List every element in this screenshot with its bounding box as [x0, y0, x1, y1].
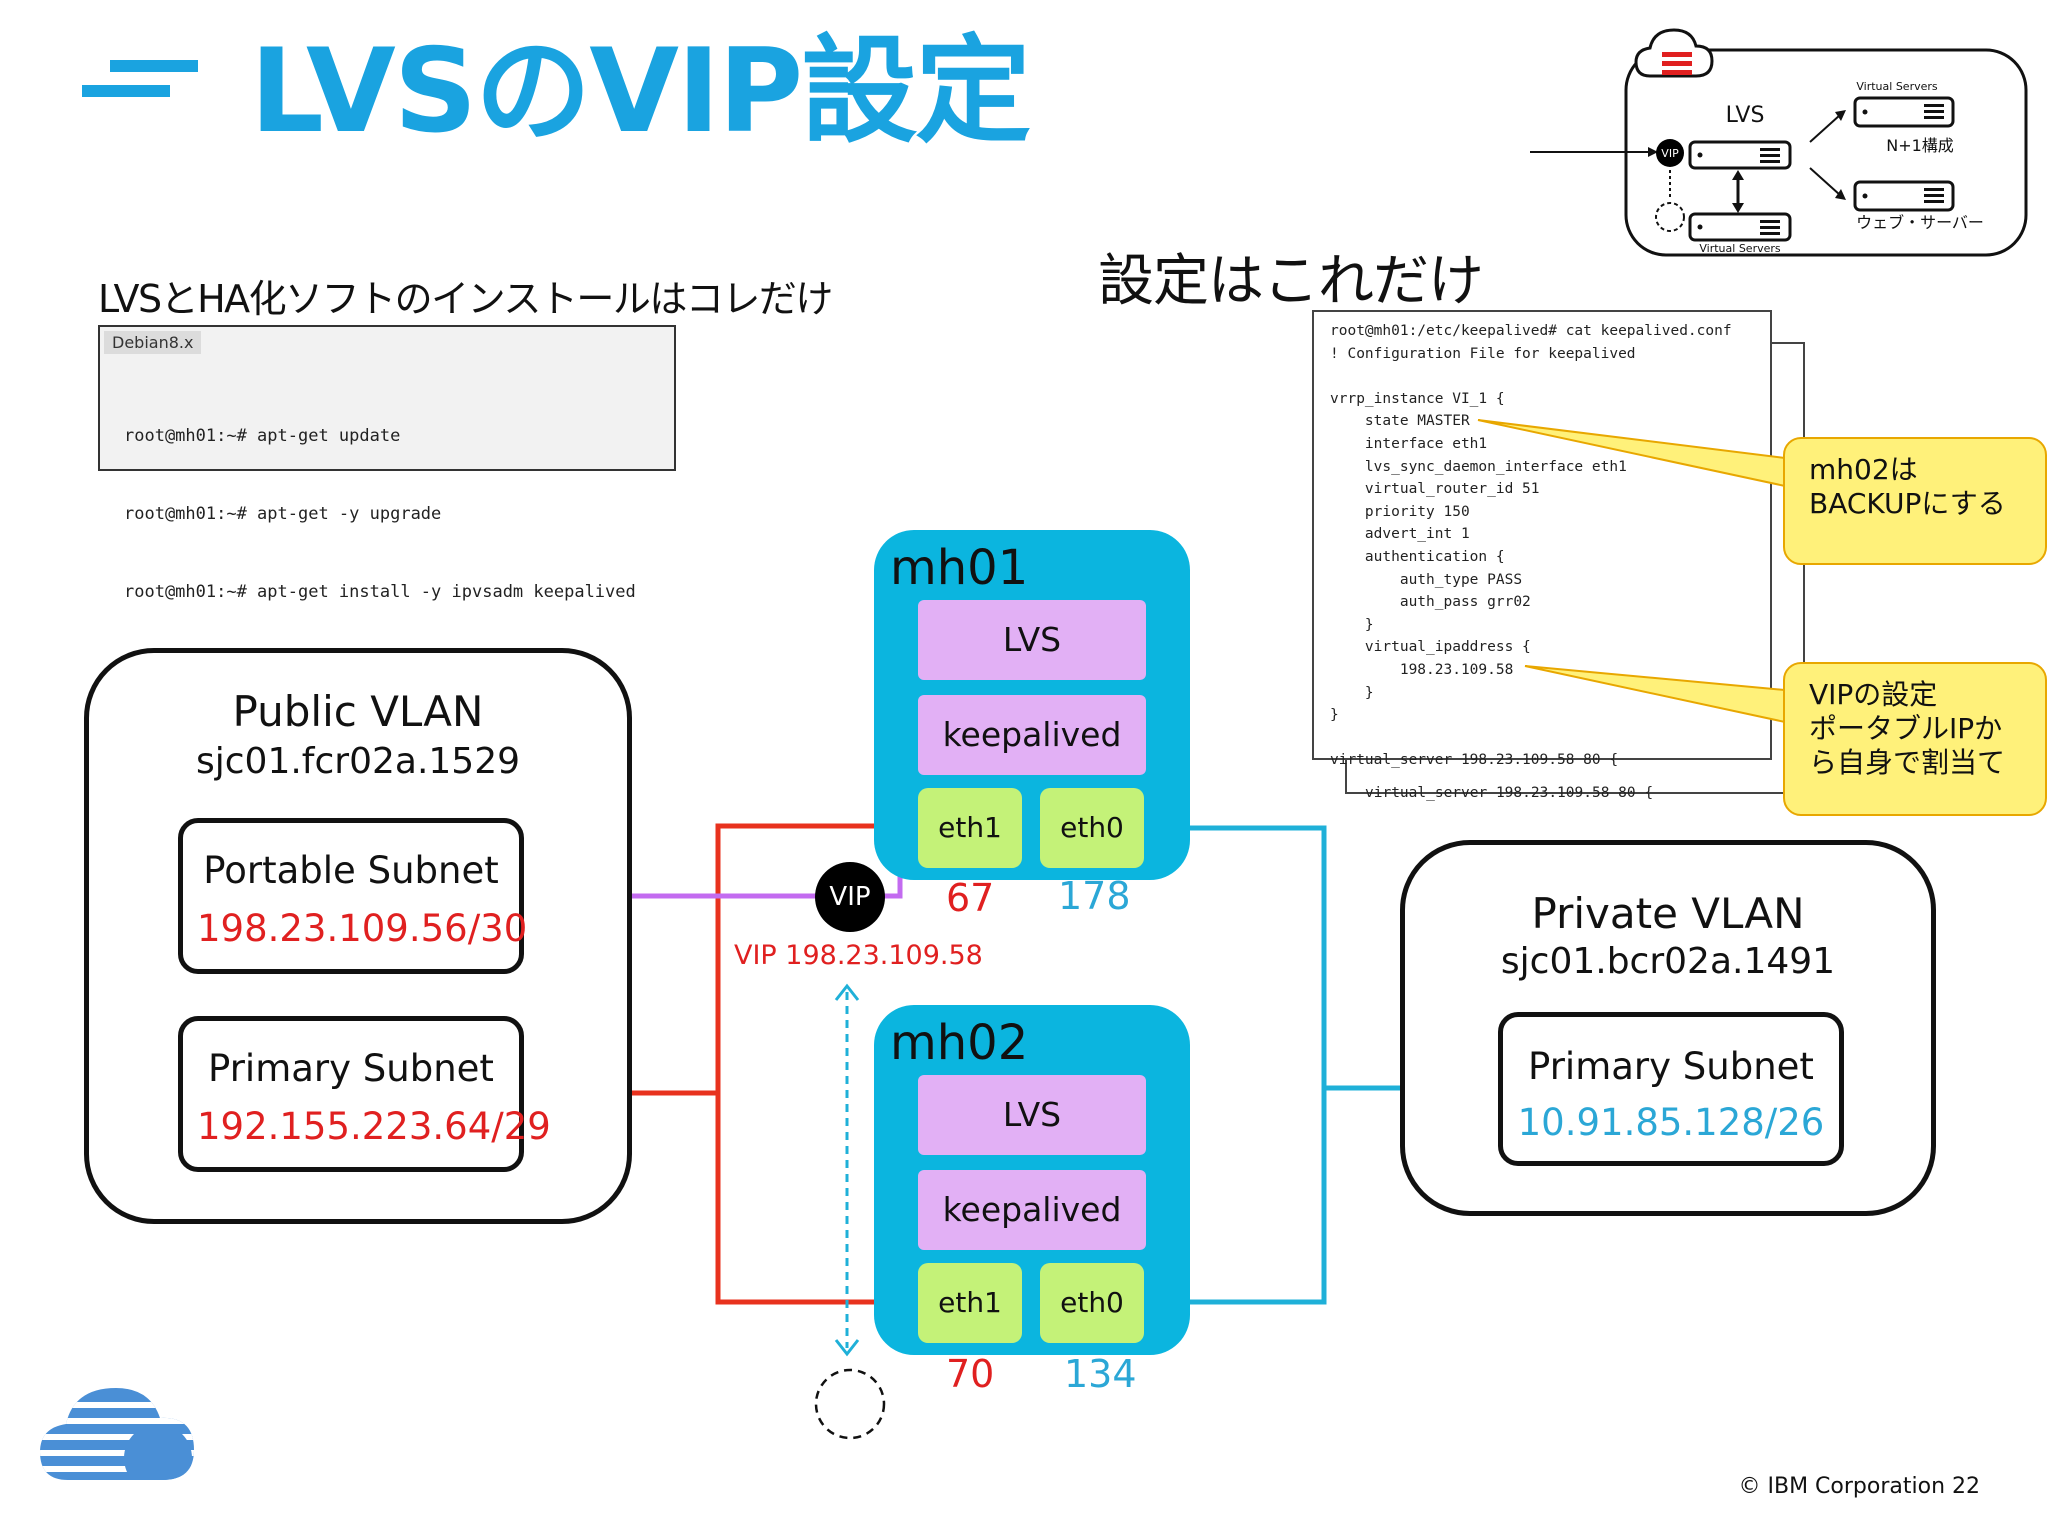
cloud-icon	[1634, 28, 1714, 78]
page-title: LVSのVIP設定	[250, 24, 1031, 159]
config-line: authentication {	[1330, 548, 1505, 565]
host-mh01: mh01 LVS keepalived eth1 eth0	[874, 530, 1190, 880]
callout-vip-line: ら自身で割当て	[1809, 746, 2006, 779]
inset-virtual-servers-top: Virtual Servers	[1856, 80, 1938, 93]
title-accent-icon	[82, 60, 198, 97]
mh02-eth1-ip: 70	[946, 1352, 995, 1396]
config-line: interface eth1	[1330, 435, 1488, 452]
private-primary-subnet: Primary Subnet 10.91.85.128/26	[1498, 1012, 1844, 1166]
callout-vip: VIPの設定 ポータブルIPか ら自身で割当て	[1783, 662, 2047, 816]
callout-vip-line: ポータブルIPか	[1809, 712, 2003, 745]
private-vlan-id: sjc01.bcr02a.1491	[1500, 941, 1836, 982]
callout-vip-line: VIPの設定	[1809, 678, 1938, 711]
mh01-eth0-ip: 178	[1058, 874, 1131, 918]
mh01-eth0: eth0	[1040, 788, 1144, 868]
private-primary-subnet-cidr: 10.91.85.128/26	[1517, 1101, 1825, 1144]
portable-subnet-label: Portable Subnet	[203, 849, 499, 892]
config-line: virtual_server 198.23.109.58 80 {	[1330, 752, 1619, 769]
config-line: }	[1330, 616, 1374, 633]
mh02-eth0: eth0	[1040, 1263, 1144, 1343]
config-line: root@mh01:/etc/keepalived# cat keepalive…	[1330, 323, 1732, 339]
config-back-line: virtual_server 198.23.109.58 80 {	[1365, 785, 1654, 801]
install-commands: root@mh01:~# apt-get update root@mh01:~#…	[124, 371, 636, 657]
mh01-eth1: eth1	[918, 788, 1022, 868]
host-mh01-name: mh01	[890, 540, 1029, 596]
config-line: advert_int 1	[1330, 526, 1470, 543]
config-line: virtual_ipaddress {	[1330, 639, 1531, 656]
config-heading: 設定はこれだけ	[1098, 249, 1484, 314]
install-tab-label: Debian8.x	[104, 331, 202, 354]
vip-caption: VIP 198.23.109.58	[734, 940, 983, 971]
install-terminal: Debian8.x root@mh01:~# apt-get update ro…	[98, 325, 676, 602]
private-primary-subnet-label: Primary Subnet	[1528, 1045, 1814, 1088]
portable-subnet-cidr: 198.23.109.56/30	[197, 907, 528, 950]
config-line: auth_type PASS	[1330, 571, 1523, 588]
vip-badge: VIP	[815, 862, 885, 932]
public-vlan-name: Public VLAN	[232, 687, 484, 736]
lvs-architecture-inset: VIP LVS Virtual Servers N+1構成 ウェブ・サーバー V…	[1530, 28, 2028, 257]
config-line: }	[1330, 707, 1339, 724]
ibm-cloud-logo-icon	[40, 1388, 194, 1480]
public-primary-link-mh02	[715, 1093, 918, 1305]
public-vlan-id: sjc01.fcr02a.1529	[196, 741, 520, 782]
callout-backup-line: mh02は	[1809, 453, 1918, 486]
mh02-eth1: eth1	[918, 1263, 1022, 1343]
install-line: root@mh01:~# apt-get update	[124, 426, 401, 446]
config-line: state MASTER	[1330, 413, 1470, 430]
inset-n-plus-1: N+1構成	[1886, 136, 1954, 155]
standby-vip-icon	[814, 1368, 886, 1440]
private-vlan-name: Private VLAN	[1531, 889, 1805, 938]
inset-virtual-servers-bottom: Virtual Servers	[1699, 242, 1781, 255]
config-line: lvs_sync_daemon_interface eth1	[1330, 458, 1627, 475]
mh01-eth1-ip: 67	[946, 876, 995, 920]
mh01-keepalived: keepalived	[918, 695, 1146, 775]
inset-vip-label: VIP	[1661, 147, 1679, 160]
public-primary-subnet-cidr: 192.155.223.64/29	[197, 1105, 551, 1148]
private-link	[1144, 825, 1327, 1305]
callout-backup-line: BACKUPにする	[1809, 487, 2006, 520]
config-line: auth_pass grr02	[1330, 594, 1531, 611]
host-mh02: mh02 LVS keepalived eth1 eth0	[874, 1005, 1190, 1355]
config-line: }	[1330, 684, 1374, 701]
install-heading: LVSとHA化ソフトのインストールはコレだけ	[98, 277, 833, 321]
config-line: vrrp_instance VI_1 {	[1330, 390, 1505, 407]
mh01-lvs: LVS	[918, 600, 1146, 680]
config-line: virtual_router_id 51	[1330, 481, 1540, 498]
config-line: priority 150	[1330, 503, 1470, 520]
inset-lvs-label: LVS	[1726, 103, 1765, 128]
mh02-eth0-ip: 134	[1064, 1352, 1137, 1396]
install-line: root@mh01:~# apt-get -y upgrade	[124, 504, 442, 524]
host-mh02-name: mh02	[890, 1015, 1029, 1071]
public-primary-subnet-label: Primary Subnet	[208, 1047, 494, 1090]
callout-backup: mh02は BACKUPにする	[1783, 437, 2047, 565]
portable-subnet: Portable Subnet 198.23.109.56/30	[178, 818, 528, 974]
config-line: ! Configuration File for keepalived	[1330, 345, 1636, 362]
public-primary-subnet: Primary Subnet 192.155.223.64/29	[178, 1016, 551, 1172]
inset-web-servers: ウェブ・サーバー	[1856, 213, 1984, 232]
mh02-keepalived: keepalived	[918, 1170, 1146, 1250]
footer-copyright: © IBM Corporation 22	[1738, 1474, 1981, 1499]
mh02-lvs: LVS	[918, 1075, 1146, 1155]
install-line: root@mh01:~# apt-get install -y ipvsadm …	[124, 582, 636, 602]
config-line: 198.23.109.58	[1330, 661, 1514, 678]
